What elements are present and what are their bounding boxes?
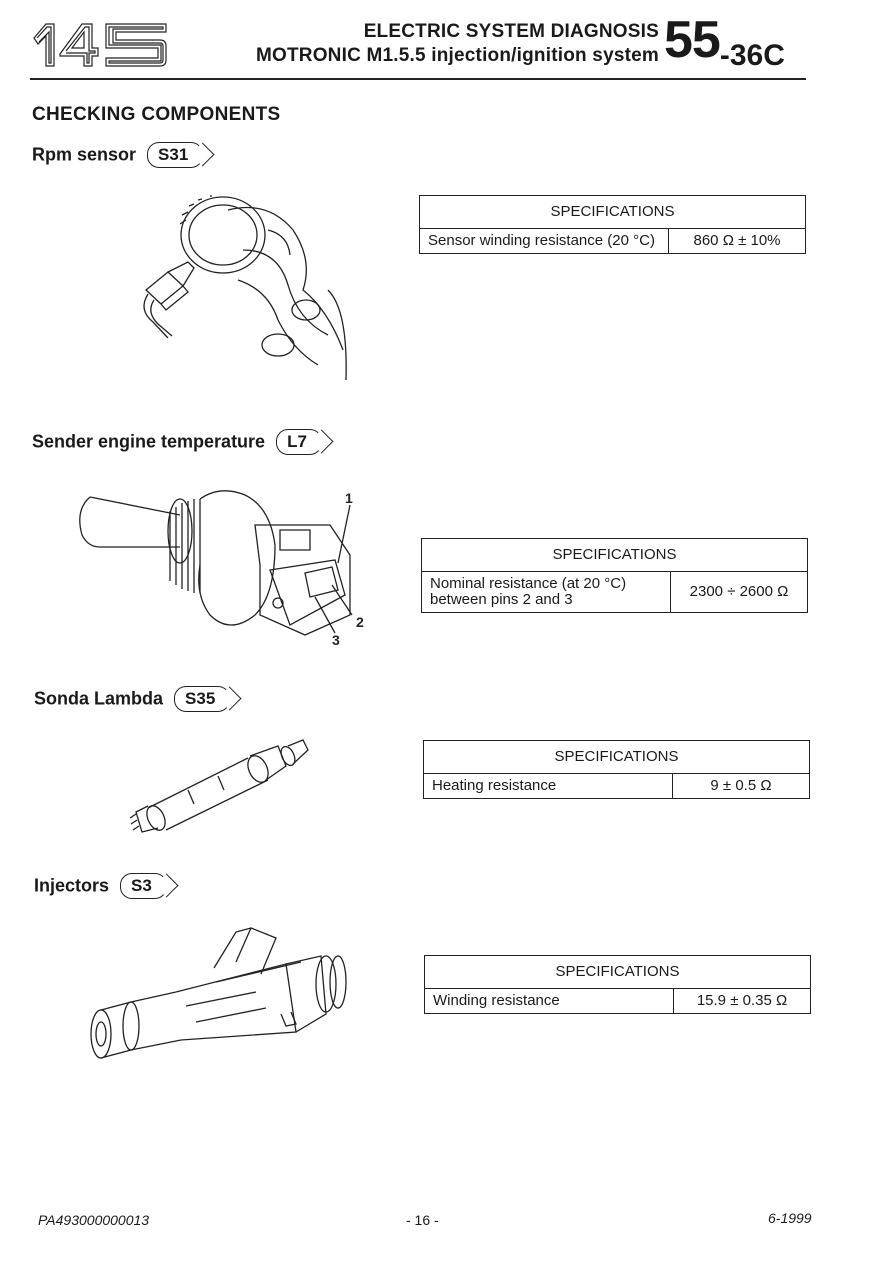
component-heading-lambda-sensor: Sonda Lambda S35 bbox=[34, 686, 231, 712]
document-header-title: ELECTRIC SYSTEM DIAGNOSIS MOTRONIC M1.5.… bbox=[256, 20, 659, 68]
model-logo bbox=[30, 18, 170, 70]
section-number: 55-36C bbox=[664, 11, 785, 72]
component-heading-engine-temp-sender: Sender engine temperature L7 bbox=[32, 429, 322, 455]
spec-value: 15.9 ± 0.35 Ω bbox=[673, 988, 811, 1014]
spec-label: Heating resistance bbox=[423, 773, 673, 799]
component-code-badge: S3 bbox=[120, 873, 167, 899]
page-number: - 16 - bbox=[406, 1212, 439, 1228]
callout-2: 2 bbox=[356, 614, 364, 630]
component-name: Rpm sensor bbox=[32, 144, 137, 165]
injector-drawing bbox=[86, 922, 356, 1062]
spec-label: Sensor winding resistance (20 °C) bbox=[419, 228, 669, 254]
spec-table-engine-temp-sender: SPECIFICATIONS Nominal resistance (at 20… bbox=[421, 538, 808, 613]
spec-table-injectors: SPECIFICATIONS Winding resistance 15.9 ±… bbox=[424, 955, 811, 1014]
component-code-badge: L7 bbox=[276, 429, 322, 455]
spec-header: SPECIFICATIONS bbox=[421, 538, 808, 572]
header-rule bbox=[30, 78, 806, 80]
callout-1: 1 bbox=[345, 490, 353, 506]
spec-value: 9 ± 0.5 Ω bbox=[672, 773, 810, 799]
spec-table-rpm-sensor: SPECIFICATIONS Sensor winding resistance… bbox=[419, 195, 806, 254]
section-sub-number: -36C bbox=[719, 39, 785, 72]
page-title: CHECKING COMPONENTS bbox=[32, 104, 281, 125]
callout-3: 3 bbox=[332, 632, 340, 648]
component-heading-injectors: Injectors S3 bbox=[34, 873, 167, 899]
spec-value: 2300 ÷ 2600 Ω bbox=[670, 571, 808, 613]
spec-label: Winding resistance bbox=[424, 988, 674, 1014]
document-code: PA493000000013 bbox=[38, 1212, 150, 1228]
component-name: Sonda Lambda bbox=[34, 688, 164, 709]
spec-table-lambda-sensor: SPECIFICATIONS Heating resistance 9 ± 0.… bbox=[423, 740, 810, 799]
component-code-badge: S35 bbox=[174, 686, 231, 712]
rpm-sensor-drawing bbox=[128, 190, 358, 390]
section-main-number: 55 bbox=[664, 11, 721, 69]
engine-temp-sender-drawing: 1 2 3 bbox=[70, 485, 380, 650]
spec-label: Nominal resistance (at 20 °C) between pi… bbox=[421, 571, 671, 613]
spec-header: SPECIFICATIONS bbox=[419, 195, 806, 229]
header-title-line2: MOTRONIC M1.5.5 injection/ignition syste… bbox=[255, 45, 659, 66]
spec-header: SPECIFICATIONS bbox=[424, 955, 811, 989]
spec-value: 860 Ω ± 10% bbox=[668, 228, 806, 254]
component-name: Injectors bbox=[34, 875, 110, 896]
lambda-sensor-drawing bbox=[128, 738, 318, 838]
header-title-line1: ELECTRIC SYSTEM DIAGNOSIS bbox=[363, 21, 659, 42]
component-heading-rpm-sensor: Rpm sensor S31 bbox=[32, 142, 204, 168]
spec-header: SPECIFICATIONS bbox=[423, 740, 810, 774]
component-name: Sender engine temperature bbox=[32, 431, 266, 452]
component-code-badge: S31 bbox=[147, 142, 204, 168]
document-date: 6-1999 bbox=[768, 1210, 812, 1226]
